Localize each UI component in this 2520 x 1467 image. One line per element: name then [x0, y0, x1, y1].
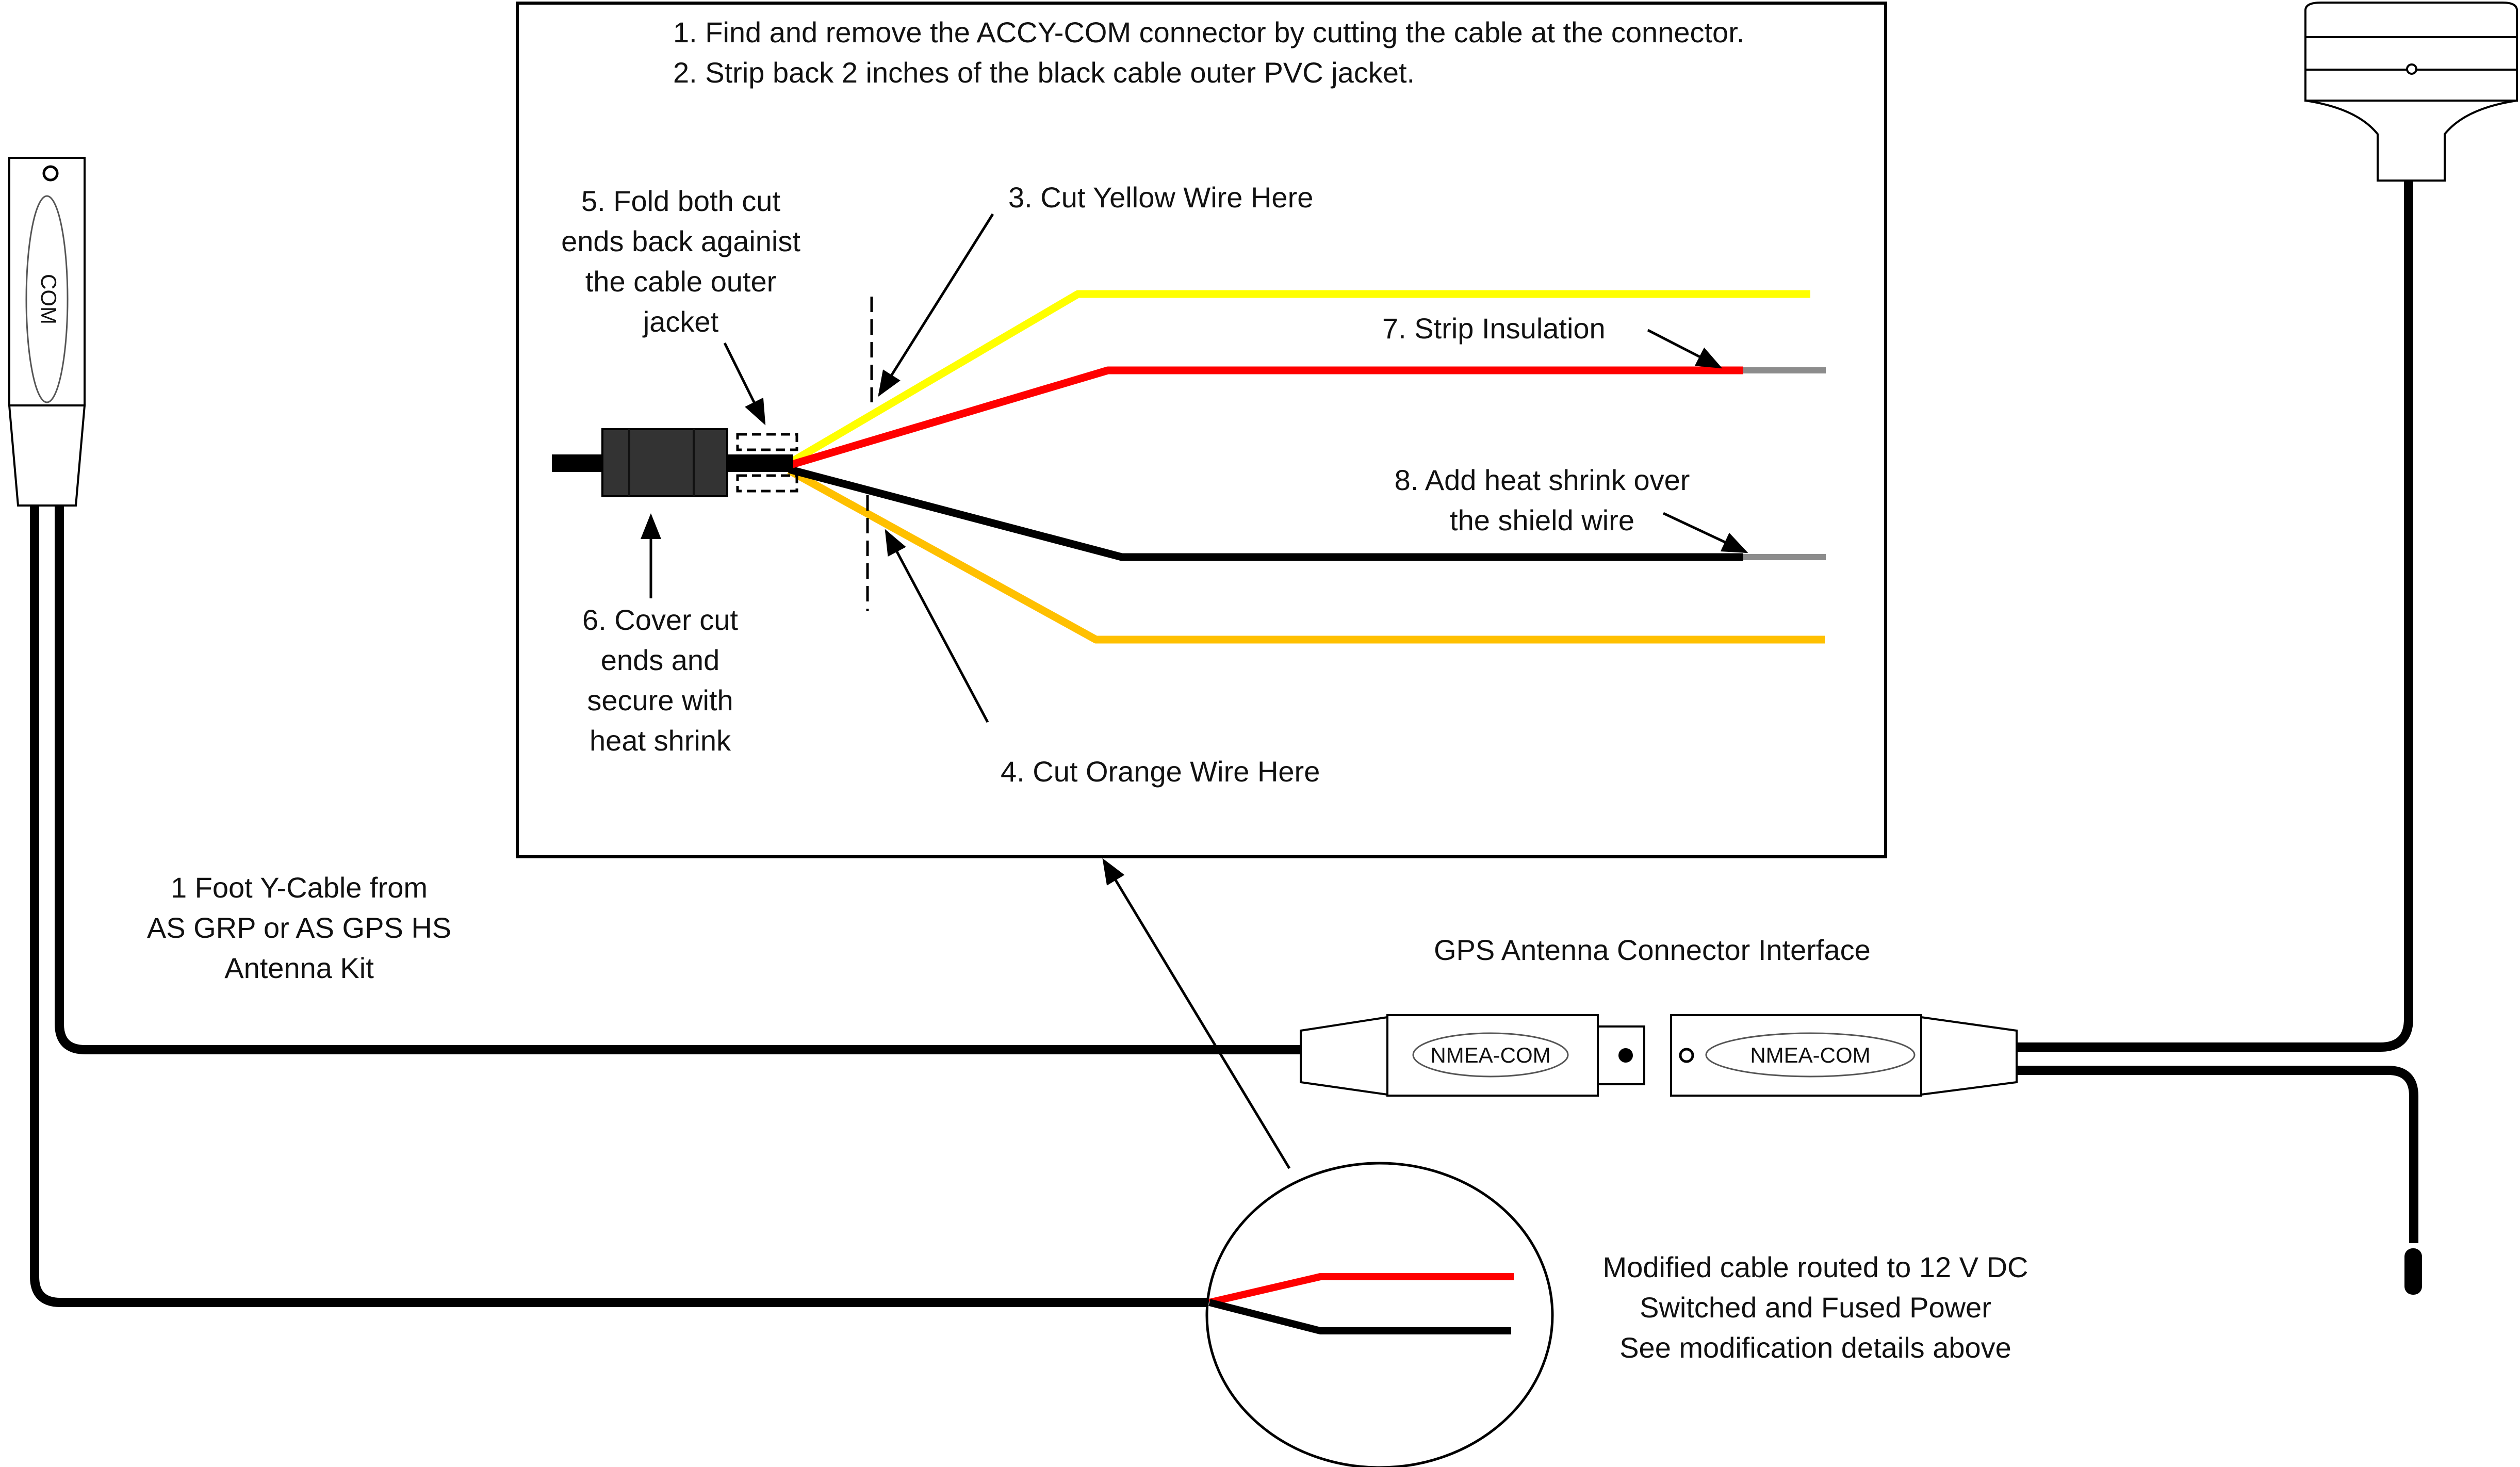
arrow-fold-ends: [723, 342, 766, 426]
arrow-strip-insulation: [1647, 329, 1723, 369]
modified-cable-detail-circle: [1205, 1162, 1554, 1467]
connector-dot: [42, 165, 59, 182]
orange-wire: [787, 467, 1825, 644]
y-cable-label: 1 Foot Y-Cable from AS GRP or AS GPS HS …: [146, 871, 452, 984]
black-shield-wire: [788, 465, 1743, 561]
modified-cable-wires: [1208, 1273, 1514, 1334]
y-cable-branch-nmea: [55, 506, 1305, 1054]
heat-shrink-sleeve: [601, 428, 728, 497]
antenna-dome: [2304, 1, 2518, 102]
nmea-com-plug-left: [1300, 1014, 1645, 1097]
wire-breakout: [787, 290, 1826, 644]
modified-cable-label: Modified cable routed to 12 V DC Switche…: [1602, 1251, 2028, 1364]
step-6-cover-ends: 6. Cover cut ends and secure with heat s…: [582, 604, 738, 757]
connector-pin-dot: [1618, 1048, 1633, 1063]
yellow-wire: [787, 290, 1810, 467]
nmea-com-socket-right: [1670, 1014, 2018, 1097]
nmea-com-right-label: NMEA-COM: [1750, 1043, 1870, 1067]
arrow-cut-orange: [885, 529, 989, 723]
red-wire: [788, 366, 1743, 469]
step-4-cut-orange: 4. Cut Orange Wire Here: [1001, 755, 1320, 788]
connector-socket-dot: [1679, 1048, 1694, 1063]
gps-antenna: [2304, 1, 2518, 182]
step-7-strip-insulation: 7. Strip Insulation: [1382, 312, 1606, 345]
system-cables: [30, 175, 2418, 1307]
gps-interface-label: GPS Antenna Connector Interface: [1434, 934, 1871, 966]
power-red-wire: [1208, 1273, 1514, 1306]
step-8-heat-shrink-shield: 8. Add heat shrink over the shield wire: [1394, 464, 1690, 536]
power-black-wire: [1208, 1299, 1511, 1334]
com-label: COM: [37, 274, 61, 324]
folded-wire-ends: [736, 433, 798, 493]
instruction-step-2: 2. Strip back 2 inches of the black cabl…: [673, 56, 1415, 89]
antenna-cable: [2017, 175, 2413, 1052]
nmea-com-left-label: NMEA-COM: [1430, 1043, 1550, 1067]
com-connector: COM: [8, 157, 86, 507]
y-cable-branch-power: [30, 506, 1209, 1307]
arrow-cut-yellow: [878, 213, 994, 397]
instruction-step-1: 1. Find and remove the ACCY-COM connecto…: [673, 16, 1745, 48]
step-5-fold-ends: 5. Fold both cut ends back againist the …: [561, 185, 800, 338]
antenna-drop-cable: [2017, 1066, 2418, 1243]
arrow-to-detail-box: [1102, 858, 1291, 1169]
callout-arrows: [641, 213, 1748, 1169]
cable-end-cap: [2404, 1248, 2422, 1295]
instruction-box: [516, 2, 1887, 858]
arrow-heat-shrink: [1662, 512, 1748, 553]
step-3-cut-yellow: 3. Cut Yellow Wire Here: [1008, 181, 1314, 214]
antenna-base: [2305, 100, 2517, 182]
